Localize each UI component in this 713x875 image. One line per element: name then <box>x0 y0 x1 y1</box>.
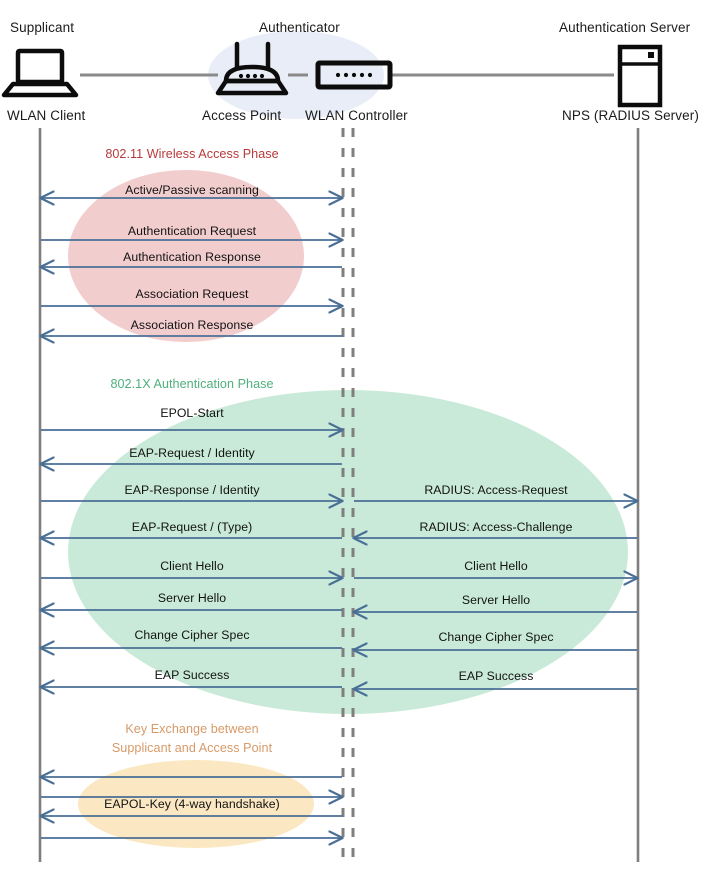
msg-eap-success-right: EAP Success <box>458 669 534 683</box>
msg-authentication-response: Authentication Response <box>123 250 261 264</box>
msg-authentication-request: Authentication Request <box>127 224 257 238</box>
phase-label-key-exchange-line2: Supplicant and Access Point <box>111 741 273 755</box>
msg-active-passive-scanning: Active/Passive scanning <box>125 183 259 197</box>
phase-ellipse-wireless-access <box>68 170 304 342</box>
msg-radius-access-challenge: RADIUS: Access-Challenge <box>419 520 573 534</box>
msg-client-hello-left: Client Hello <box>160 559 224 573</box>
server-icon <box>617 44 663 108</box>
phase-label-key-exchange-line1: Key Exchange between <box>125 722 259 736</box>
actor-role-auth-server: Authentication Server <box>559 20 691 35</box>
actor-device-wlan-controller: WLAN Controller <box>305 108 408 123</box>
msg-eap-request-identity: EAP-Request / Identity <box>129 446 255 460</box>
laptop-icon <box>1 48 79 98</box>
wlan-controller-icon <box>315 60 393 90</box>
phase-ellipse-dot1x <box>68 390 628 714</box>
actor-role-authenticator: Authenticator <box>259 20 340 35</box>
msg-client-hello-right: Client Hello <box>464 559 528 573</box>
msg-eap-success-left: EAP Success <box>154 668 230 682</box>
msg-server-hello-left: Server Hello <box>157 591 227 605</box>
msg-epol-start: EPOL-Start <box>160 406 224 420</box>
actor-device-wlan-client: WLAN Client <box>7 108 86 123</box>
access-point-icon <box>215 41 289 96</box>
actor-device-access-point: Access Point <box>202 108 282 123</box>
msg-association-response: Association Response <box>130 318 254 332</box>
msg-radius-access-request: RADIUS: Access-Request <box>424 483 568 497</box>
actor-role-supplicant: Supplicant <box>10 20 75 35</box>
phase-ellipse-key-exchange <box>78 760 314 848</box>
msg-change-cipher-spec-right: Change Cipher Spec <box>438 630 554 644</box>
msg-server-hello-right: Server Hello <box>461 593 531 607</box>
phase-label-wireless-access: 802.11 Wireless Access Phase <box>105 147 279 161</box>
msg-association-request: Association Request <box>135 287 249 301</box>
msg-change-cipher-spec-left: Change Cipher Spec <box>134 628 250 642</box>
msg-eap-request-type: EAP-Request / (Type) <box>131 520 253 534</box>
actor-device-nps: NPS (RADIUS Server) <box>562 108 699 123</box>
msg-eapol-key-handshake: EAPOL-Key (4-way handshake) <box>104 797 280 811</box>
msg-eap-response-identity: EAP-Response / Identity <box>124 483 260 497</box>
phase-label-dot1x: 802.1X Authentication Phase <box>110 377 274 391</box>
